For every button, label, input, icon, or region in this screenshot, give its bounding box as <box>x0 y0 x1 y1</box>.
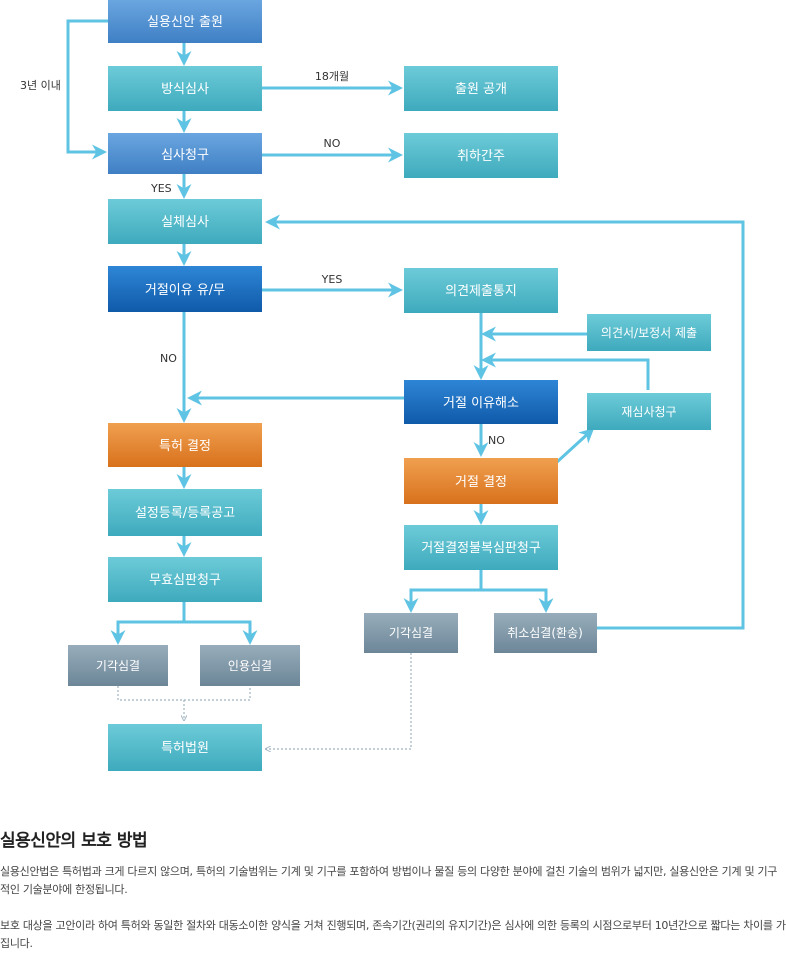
svg-text:거절 이유해소: 거절 이유해소 <box>443 396 519 411</box>
label-three-years: 3년 이내 <box>20 79 61 92</box>
label-no-request: NO <box>324 137 341 150</box>
box-rejection-reason: 거절이유 유/무 <box>108 266 262 312</box>
box-substantive: 실체심사 <box>108 199 262 244</box>
box-request: 심사청구 <box>108 133 262 174</box>
flowchart: 실용신안 출원 방식심사 출원 공개 심사청구 취하간주 실체심사 거절이유 유… <box>20 0 745 771</box>
box-grant: 특허 결정 <box>108 423 262 467</box>
svg-text:인용심결: 인용심결 <box>228 659 272 673</box>
connector-invalid-split-right <box>184 620 258 645</box>
connector-appeal-split-right <box>481 588 554 613</box>
svg-text:취소심결(환송): 취소심결(환송) <box>507 626 583 640</box>
box-reexam: 재심사청구 <box>587 393 711 430</box>
dotted-connectors <box>117 653 412 749</box>
label-yes-request: YES <box>150 182 172 195</box>
svg-text:취하간주: 취하간주 <box>457 149 505 164</box>
box-opinion-notice: 의견제출통지 <box>404 268 558 313</box>
label-no-reason: NO <box>160 352 177 365</box>
dotted-right-to-court <box>266 653 412 749</box>
box-publication: 출원 공개 <box>404 66 558 111</box>
svg-text:방식심사: 방식심사 <box>161 82 209 97</box>
svg-text:출원 공개: 출원 공개 <box>455 82 507 97</box>
svg-text:특허법원: 특허법원 <box>161 741 209 756</box>
label-eighteen-months: 18개월 <box>315 70 349 83</box>
connectors <box>66 19 745 645</box>
box-court: 특허법원 <box>108 724 262 771</box>
svg-text:기각심결: 기각심결 <box>96 659 140 673</box>
svg-text:실용신안 출원: 실용신안 출원 <box>147 15 223 30</box>
svg-text:거절결정불복심판청구: 거절결정불복심판청구 <box>421 541 541 556</box>
svg-text:거절이유 유/무: 거절이유 유/무 <box>145 283 225 298</box>
box-withdrawn: 취하간주 <box>404 133 558 178</box>
box-cancel: 취소심결(환송) <box>494 613 597 653</box>
connector-reject-reexam <box>555 427 595 464</box>
svg-text:의견제출통지: 의견제출통지 <box>445 284 517 299</box>
box-resolve: 거절 이유해소 <box>404 380 558 424</box>
connector-reexam-loop <box>481 352 650 390</box>
box-formality: 방식심사 <box>108 66 262 111</box>
svg-text:기각심결: 기각심결 <box>389 626 433 640</box>
box-register: 설정등록/등록공고 <box>108 489 262 536</box>
box-filing: 실용신안 출원 <box>108 0 262 43</box>
box-accept: 인용심결 <box>200 645 300 686</box>
svg-text:거절 결정: 거절 결정 <box>455 475 507 490</box>
box-invalid-trial: 무효심판청구 <box>108 557 262 602</box>
box-dismiss-right: 기각심결 <box>364 613 458 653</box>
dotted-left-merge <box>117 686 251 701</box>
box-submit-opinion: 의견서/보정서 제출 <box>587 314 711 351</box>
svg-text:무효심판청구: 무효심판청구 <box>149 573 221 588</box>
label-yes-reason: YES <box>321 273 343 286</box>
section-paragraph-1: 실용신안법은 특허법과 크게 다르지 않으며, 특허의 기술범위는 기계 및 기… <box>0 865 778 896</box>
svg-text:심사청구: 심사청구 <box>161 148 209 163</box>
connector-cancel-loop <box>265 214 745 630</box>
svg-text:설정등록/등록공고: 설정등록/등록공고 <box>135 506 235 521</box>
svg-text:의견서/보정서 제출: 의견서/보정서 제출 <box>601 326 697 340</box>
label-no-resolve: NO <box>488 434 505 447</box>
connector-invalid-split <box>110 602 186 645</box>
box-reject: 거절 결정 <box>404 458 558 504</box>
connector-appeal-split <box>403 570 483 613</box>
box-appeal-reject: 거절결정불복심판청구 <box>404 525 558 570</box>
box-dismiss-left: 기각심결 <box>68 645 168 686</box>
section-title: 실용신안의 보호 방법 <box>0 831 148 851</box>
svg-text:특허 결정: 특허 결정 <box>159 439 211 454</box>
svg-text:실체심사: 실체심사 <box>161 215 209 230</box>
protection-section: 실용신안의 보호 방법 실용신안법은 특허법과 크게 다르지 않으며, 특허의 … <box>0 826 786 953</box>
connector-three-years <box>66 19 108 160</box>
svg-text:재심사청구: 재심사청구 <box>621 405 676 419</box>
section-paragraph-2: 보호 대상을 고안이라 하여 특허와 동일한 절차와 대동소이한 양식을 거쳐 … <box>0 919 786 950</box>
